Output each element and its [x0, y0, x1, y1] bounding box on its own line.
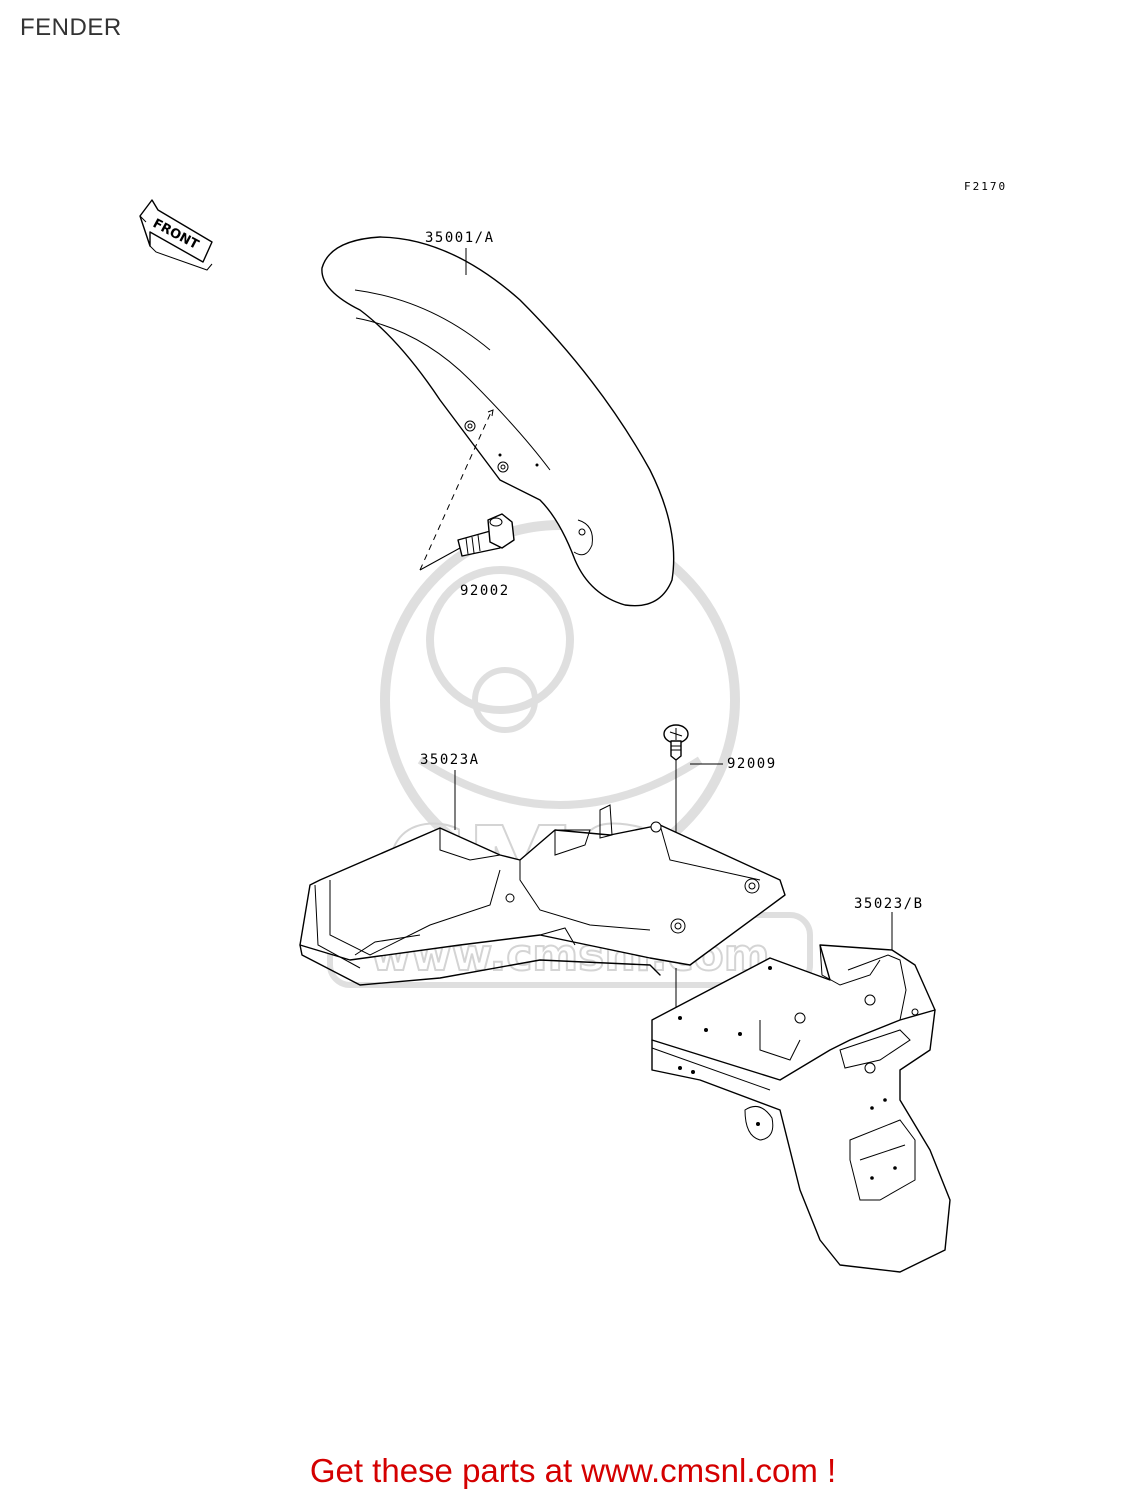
- rear-fender-front-section[interactable]: [299, 804, 786, 986]
- leader-92002-dashed: [419, 409, 493, 571]
- figure-code: F2170: [964, 180, 1007, 193]
- fender-bolt[interactable]: [457, 513, 515, 557]
- promo-link[interactable]: Get these parts at www.cmsnl.com !: [309, 1452, 837, 1489]
- tapping-screw[interactable]: [663, 724, 689, 761]
- leader-92002: [419, 547, 461, 571]
- part-label-35023B[interactable]: 35023/B: [854, 896, 924, 912]
- part-label-35023A[interactable]: 35023A: [420, 752, 480, 768]
- part-label-92009[interactable]: 92009: [727, 756, 777, 772]
- front-direction-arrow: FRONT: [139, 199, 213, 271]
- front-fender[interactable]: [321, 236, 675, 607]
- leader-92002-arrow: [487, 409, 494, 417]
- page-title: FENDER: [20, 14, 122, 41]
- part-label-35001A[interactable]: 35001/A: [425, 230, 495, 246]
- rear-fender-rear-section[interactable]: [651, 944, 951, 1273]
- part-label-92002[interactable]: 92002: [460, 583, 510, 599]
